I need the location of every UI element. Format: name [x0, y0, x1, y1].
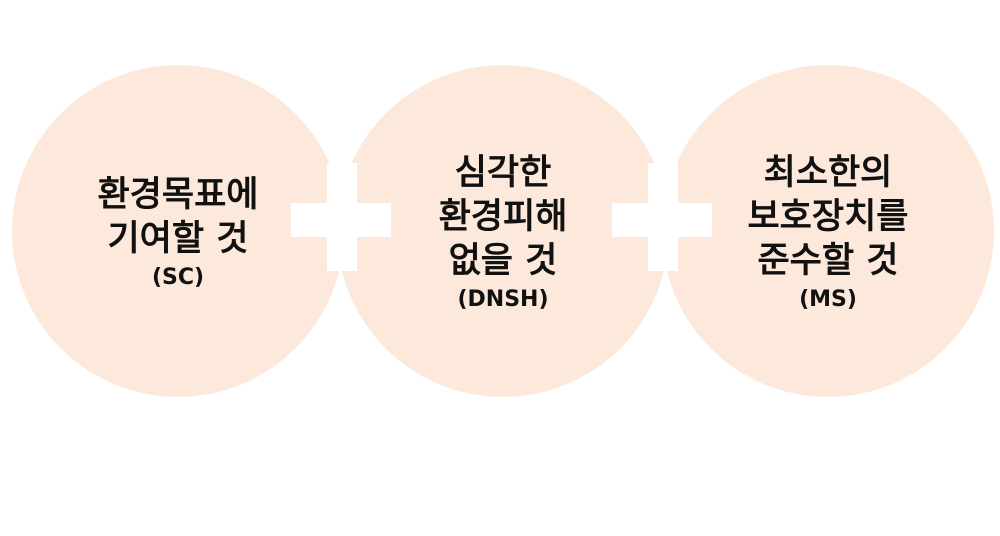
criterion-abbr: (SC)	[151, 264, 205, 290]
criterion-abbr: (MS)	[799, 286, 857, 312]
criterion-line: 환경피해	[438, 196, 568, 237]
plus-icon	[291, 163, 391, 271]
criterion-line: 보호장치를	[747, 196, 909, 237]
criterion-abbr: (DNSH)	[457, 286, 549, 312]
criterion-line: 준수할 것	[757, 240, 899, 281]
criterion-text: 심각한 환경피해 없을 것	[439, 151, 568, 283]
criterion-ms: 최소한의 보호장치를 준수할 것 (MS)	[662, 65, 994, 397]
criterion-line: 기여할 것	[107, 218, 249, 259]
criterion-line: 없을 것	[448, 240, 558, 281]
criterion-line: 최소한의	[763, 152, 893, 193]
criterion-sc: 환경목표에 기여할 것 (SC)	[12, 65, 344, 397]
criterion-text: 환경목표에 기여할 것	[97, 173, 258, 261]
criterion-text: 최소한의 보호장치를 준수할 것	[747, 151, 908, 283]
criterion-line: 환경목표에	[97, 174, 259, 215]
criterion-line: 심각한	[454, 152, 552, 193]
plus-icon	[612, 163, 712, 271]
